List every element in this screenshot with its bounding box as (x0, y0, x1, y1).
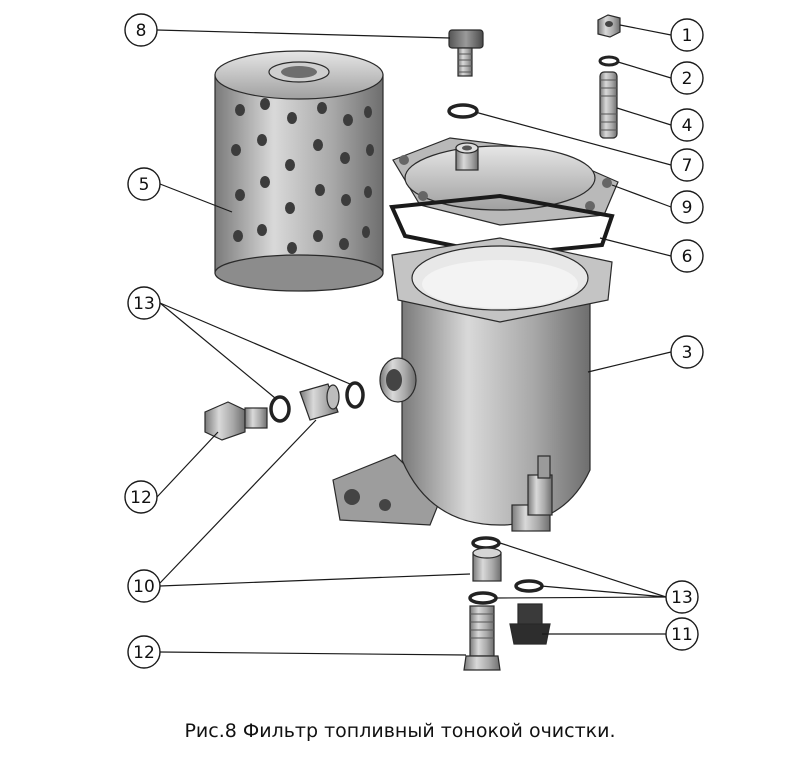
svg-text:12: 12 (133, 643, 155, 663)
callout-11: 11 (665, 617, 699, 651)
callout-13-right: 13 (665, 580, 699, 614)
banjo-bolt-12-lower (463, 605, 501, 671)
seal-ring-13-c (471, 536, 501, 550)
callout-13-left: 13 (127, 286, 161, 320)
filter-housing (332, 237, 613, 532)
callout-2: 2 (670, 61, 704, 95)
figure-caption: Рис.8 Фильтр топливный тонокой очистки. (184, 720, 616, 742)
callout-12-lower: 12 (127, 635, 161, 669)
filter-element (214, 50, 384, 292)
plug-11 (509, 603, 551, 645)
svg-text:7: 7 (682, 156, 693, 176)
seal-ring-7 (447, 103, 479, 119)
svg-text:3: 3 (682, 343, 693, 363)
leader-lines (156, 24, 672, 656)
callout-8: 8 (124, 13, 158, 47)
svg-text:1: 1 (682, 26, 693, 46)
washer-2 (598, 55, 620, 67)
gasket-6 (389, 193, 615, 258)
svg-text:6: 6 (682, 247, 693, 267)
svg-text:12: 12 (130, 488, 152, 508)
seal-ring-13-a (269, 395, 291, 423)
svg-text:8: 8 (136, 21, 147, 41)
sleeve-10-upper (299, 383, 340, 421)
callout-1: 1 (670, 18, 704, 52)
callout-6: 6 (670, 239, 704, 273)
sleeve-10-lower (472, 547, 502, 582)
svg-text:13: 13 (133, 294, 155, 314)
callout-9: 9 (670, 190, 704, 224)
callout-10: 10 (127, 569, 161, 603)
bolt-8 (448, 29, 484, 77)
callout-7: 7 (670, 148, 704, 182)
svg-text:4: 4 (682, 116, 693, 136)
seal-ring-13-d (514, 579, 544, 593)
callout-12-upper: 12 (124, 480, 158, 514)
banjo-bolt-12-upper (204, 401, 268, 441)
stud-4 (599, 71, 618, 139)
seal-ring-13-b (345, 381, 365, 409)
filter-cover (392, 137, 619, 226)
callout-5: 5 (127, 167, 161, 201)
svg-text:10: 10 (133, 577, 155, 597)
callout-4: 4 (670, 108, 704, 142)
nut-1 (597, 14, 621, 38)
svg-text:11: 11 (671, 625, 693, 645)
callout-3: 3 (670, 335, 704, 369)
svg-text:13: 13 (671, 588, 693, 608)
svg-text:2: 2 (682, 69, 693, 89)
seal-ring-13-e (468, 591, 498, 605)
svg-text:9: 9 (682, 198, 693, 218)
svg-text:5: 5 (139, 175, 150, 195)
